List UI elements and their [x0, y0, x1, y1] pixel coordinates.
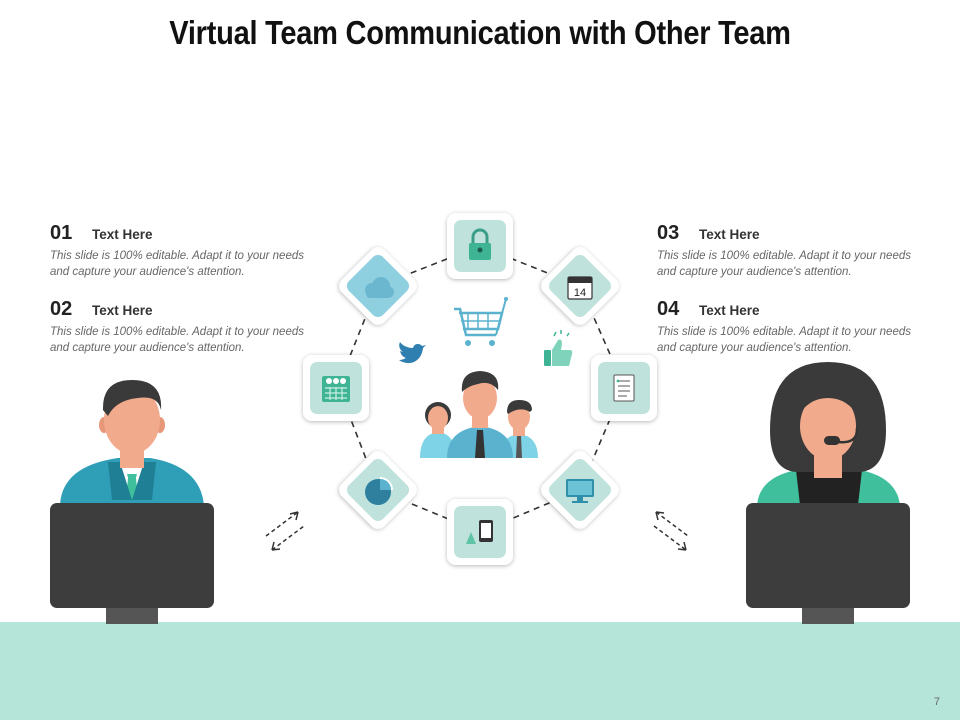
item-description: This slide is 100% editable. Adapt it to… — [50, 250, 304, 278]
calendar-icon: 14 — [567, 276, 593, 300]
item-label: Text Here — [92, 303, 153, 318]
floor-band — [0, 622, 960, 720]
schedule-tile — [303, 355, 369, 421]
lock-icon — [469, 228, 491, 260]
thumbs-up-icon — [544, 330, 573, 366]
cloud-icon — [365, 277, 394, 298]
document-tile — [591, 355, 657, 421]
item-number: 03 — [657, 222, 680, 244]
pie-chart-icon — [365, 477, 393, 505]
twitter-icon — [399, 342, 426, 364]
mobile-phone-icon — [466, 520, 493, 544]
item-description: This slide is 100% editable. Adapt it to… — [657, 326, 911, 354]
businessman-illustration — [60, 380, 204, 505]
text-block-02: 02 Text Here This slide is 100% editable.… — [50, 298, 325, 356]
support-agent-illustration — [757, 362, 900, 505]
lock-tile — [447, 213, 513, 279]
schedule-icon — [322, 376, 350, 402]
team-icon — [420, 371, 538, 458]
item-description: This slide is 100% editable. Adapt it to… — [50, 326, 304, 354]
item-label: Text Here — [92, 227, 153, 242]
left-monitor — [50, 503, 214, 624]
text-block-01: 01 Text Here This slide is 100% editable.… — [50, 222, 325, 280]
headset-icon — [824, 427, 859, 445]
item-label: Text Here — [699, 303, 760, 318]
text-block-03: 03 Text Here This slide is 100% editable.… — [657, 222, 932, 280]
document-icon — [613, 374, 635, 402]
page-number: 7 — [933, 696, 940, 708]
item-number: 04 — [657, 298, 680, 320]
page-title: Virtual Team Communication with Other Te… — [169, 14, 791, 51]
mobile-tile — [447, 499, 513, 565]
shopping-cart-icon — [454, 297, 508, 346]
right-monitor — [746, 503, 910, 624]
dashed-ring — [337, 245, 625, 533]
text-block-04: 04 Text Here This slide is 100% editable.… — [657, 298, 932, 356]
item-number: 02 — [50, 298, 73, 320]
item-description: This slide is 100% editable. Adapt it to… — [657, 250, 911, 278]
monitor-icon — [566, 479, 594, 503]
left-double-arrow — [265, 511, 305, 551]
item-label: Text Here — [699, 227, 760, 242]
right-double-arrow — [653, 511, 689, 551]
calendar-day: 14 — [574, 287, 586, 299]
item-number: 01 — [50, 222, 73, 244]
